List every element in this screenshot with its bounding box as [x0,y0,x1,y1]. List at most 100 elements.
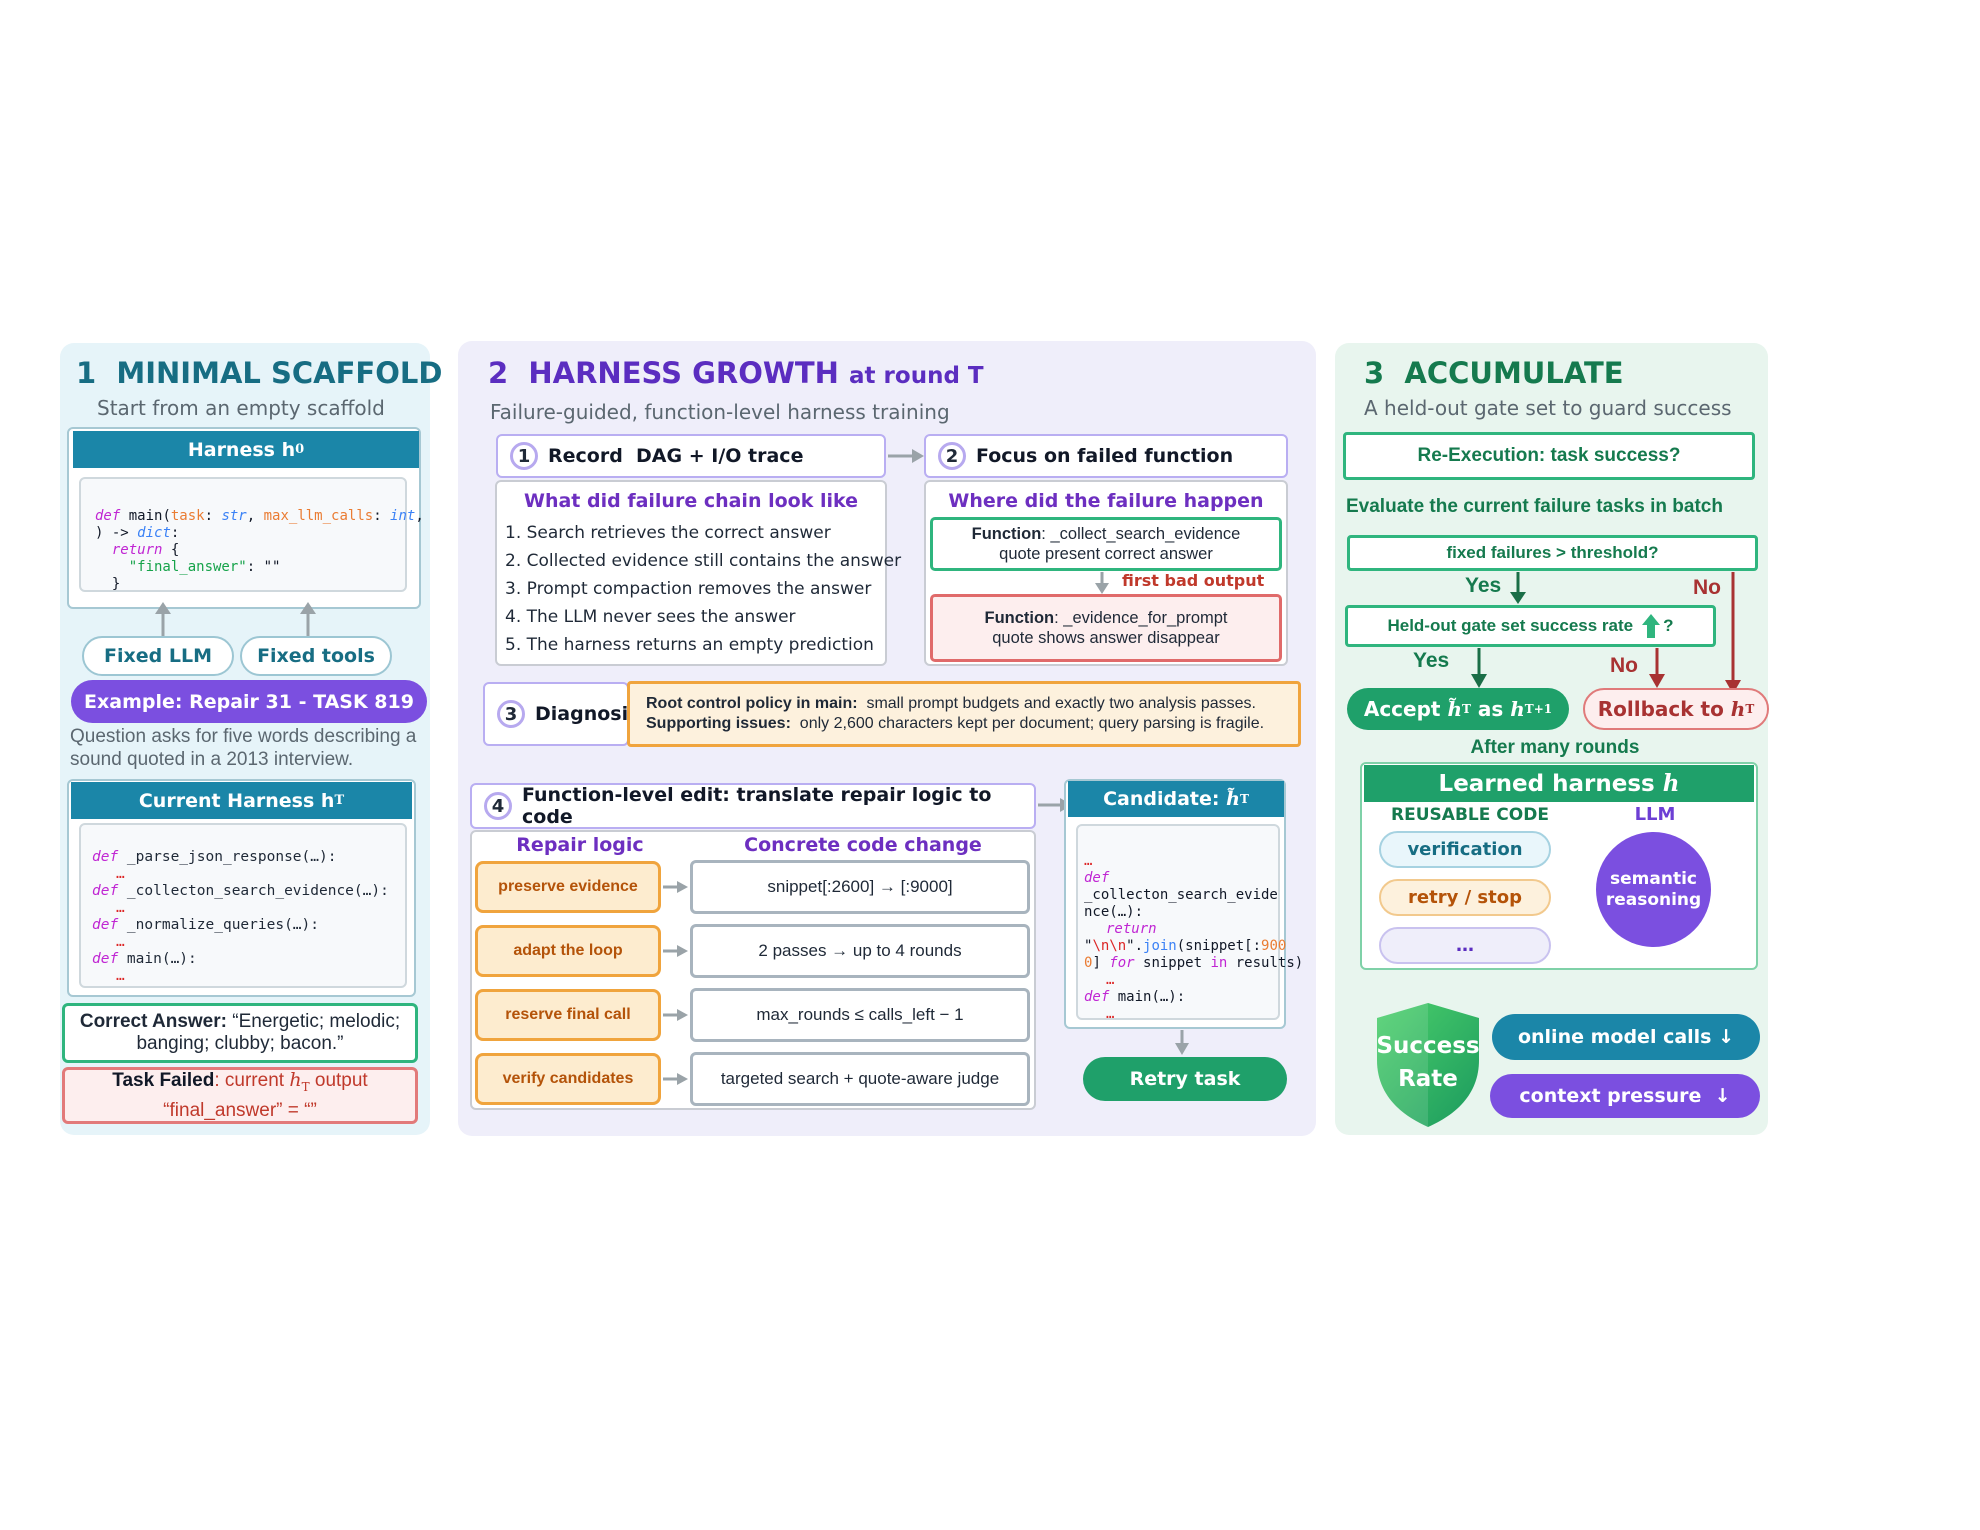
panel3-number: 3 [1364,356,1385,390]
good-function-name: : _collect_search_evidence [1041,525,1241,543]
pill-more-label: … [1456,935,1474,956]
rollback-h: h [1730,697,1746,721]
code-punct: : "" [246,559,281,575]
code-in: in [1210,955,1228,971]
root-control-label: Root control policy in main: [646,695,858,712]
code-punct: , [246,508,264,524]
code-punct: ] [1092,955,1110,971]
current-code-lines: def _parse_json_response(…):…def _collec… [92,832,389,985]
code-change-item: targeted search + quote-aware judge [690,1052,1030,1106]
rollback-sub: T [1745,702,1755,716]
candidate-code-box [1076,824,1280,1020]
failure-chain-list: 1. Search retrieves the correct answer 2… [505,519,901,659]
panel1-number: 1 [76,356,97,390]
pill-verification-label: verification [1407,839,1523,860]
code-ellipsis: … [1106,1006,1115,1022]
task-failed-end: output [309,1070,368,1092]
supporting-issues-label: Supporting issues: [646,715,791,732]
fixed-llm-pill: Fixed LLM [82,636,234,676]
accept-sub2: T+1 [1524,702,1553,716]
correct-answer-box: Correct Answer: “Energetic; melodic; ban… [62,1003,418,1063]
good-function-box: Function: _collect_search_evidence quote… [930,517,1282,571]
failure-chain-item: 4. The LLM never sees the answer [505,607,796,627]
panel2-subtitle: Failure-guided, function-level harness t… [490,400,950,424]
code-key-final-answer: "final_answer" [128,559,247,575]
code-punct: , [415,508,424,524]
code-return: return [1106,921,1157,937]
failure-chain-item: 3. Prompt compaction removes the answer [505,579,872,599]
repair-logic-header: Repair logic [516,834,644,856]
task-failed-label: Task Failed [112,1070,215,1092]
code-snippet: snippet [1134,955,1211,971]
yes-label-1: Yes [1465,574,1502,597]
code-punct: { [162,542,180,558]
harness-h0-subscript: 0 [295,442,305,457]
semantic-reasoning-circle: semantic reasoning [1596,832,1711,947]
learned-harness-label: Learned harness [1438,770,1663,797]
code-return: return [111,542,163,558]
code-type-dict: dict [137,525,171,541]
task-failed-h: h [289,1069,302,1092]
function-label: Function [971,525,1042,543]
failure-chain-item: 1. Search retrieves the correct answer [505,523,831,543]
repair-logic-item: verify candidates [475,1053,661,1105]
evaluate-text: Evaluate the current failure tasks in ba… [1346,496,1723,517]
code-number: 900 [1261,938,1287,954]
candidate-sub: T [1239,792,1249,806]
diagnosis-detail-box: Root control policy in main: small promp… [627,681,1301,747]
code-def: def [92,849,119,865]
code-punct: " [1084,938,1093,954]
accept-label: Accept [1363,697,1448,721]
step2-label: Focus on failed function [976,445,1234,467]
code-ellipsis: … [116,934,125,950]
root-control-text: small prompt budgets and exactly two ana… [866,695,1256,712]
panel2-title: 2 HARNESS GROWTH at round T [488,356,984,390]
function-label: Function [984,609,1055,627]
code-line: def main(…): [1084,989,1303,1006]
learned-harness-header: Learned harness h [1364,765,1754,802]
current-harness-label: Current Harness h [138,789,335,812]
code-func-name: _collecton_search_evidence(…): [118,883,389,899]
accept-as: as [1470,697,1511,721]
failure-chain-item: 5. The harness returns an empty predicti… [505,635,874,655]
step1-number: 1 [510,442,538,470]
code-join: join [1143,938,1177,954]
example-pill: Example: Repair 31 - TASK 819 [71,680,427,723]
accept-sub: T [1461,702,1471,716]
panel2-title-text: HARNESS GROWTH [528,356,839,390]
code-arg-task: task [170,508,205,524]
good-function-desc: quote present correct answer [999,545,1213,563]
code-ellipsis: … [1106,972,1115,988]
code-punct: : [170,525,180,541]
code-snippet: (snippet[: [1176,938,1262,954]
fixed-tools-label: Fixed tools [257,645,375,667]
repair-logic-item: adapt the loop [475,925,661,977]
step1-record-box: 1 Record DAG + I/O trace [496,434,886,478]
code-def: def [92,883,119,899]
task-failed-sub: T [301,1079,310,1094]
harness-h0-label: Harness h [187,438,296,461]
code-line: def _collecton_search_evidence(…): [92,883,389,900]
retry-task-button[interactable]: Retry task [1083,1057,1287,1101]
step3-diagnosis-box: 3 Diagnosis [483,682,639,746]
failure-chain-item: 2. Collected evidence still contains the… [505,551,902,571]
correct-answer-label: Correct Answer: [79,1011,227,1032]
reusable-code-label: REUSABLE CODE [1391,805,1549,825]
step1-label: Record DAG + I/O trace [548,445,804,467]
code-for: for [1109,955,1135,971]
failure-chain-title: What did failure chain look like [523,490,858,512]
rollback-label: Rollback to [1597,697,1731,721]
pill-more: … [1379,927,1551,964]
code-func-name: main(…): [118,951,197,967]
supporting-issues-text: only 2,600 characters kept per document;… [799,715,1265,732]
current-harness-subscript: T [334,793,345,808]
repair-logic-item: preserve evidence [475,861,661,913]
step4-label: Function-level edit: translate repair lo… [522,784,992,828]
pill-verification: verification [1379,831,1551,868]
success-rate-label: Success Rate [1376,1033,1480,1092]
harness-h0-code: def main(task: str, max_llm_calls: int, … [79,477,424,592]
code-number: 0 [1084,955,1093,971]
code-def: def [1084,870,1110,886]
